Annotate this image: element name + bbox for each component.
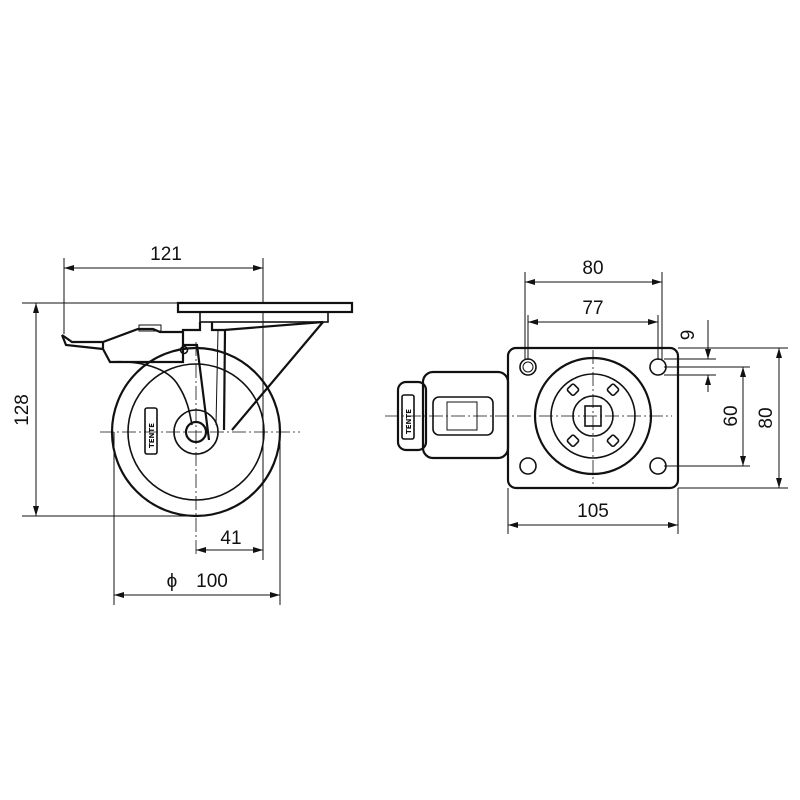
bolt-hole-bottom-right bbox=[649, 457, 667, 475]
bolt-hole-top-right bbox=[649, 358, 667, 376]
wheel-brand-badge bbox=[144, 407, 158, 455]
swivel-head bbox=[199, 311, 329, 323]
dim-128-label: 128 bbox=[12, 394, 33, 426]
wheel-housing bbox=[421, 370, 510, 460]
bolt-hole-top-left bbox=[519, 358, 537, 376]
dim-121-label: 121 bbox=[150, 244, 182, 265]
top-view-brand-text: TENTE bbox=[405, 409, 413, 434]
race-slot-1 bbox=[566, 383, 580, 397]
brake-arm bbox=[109, 360, 193, 426]
dim-100-label: 100 bbox=[196, 571, 228, 592]
fork-bracket bbox=[181, 320, 324, 441]
dim-41-label: 41 bbox=[220, 528, 241, 549]
dim-100-symbol: ϕ bbox=[167, 571, 178, 592]
race-slot-3 bbox=[566, 434, 580, 448]
dim-80-v-label: 80 bbox=[756, 407, 777, 428]
dim-105-label: 105 bbox=[577, 501, 609, 522]
side-view: TENTE 121 128 41 ϕ 100 bbox=[12, 244, 354, 605]
top-plate bbox=[176, 301, 354, 314]
dim-80-h-label: 80 bbox=[582, 258, 603, 279]
fork-inner-line bbox=[215, 329, 219, 426]
dim-9-label: 9 bbox=[678, 330, 699, 341]
dim-60-label: 60 bbox=[721, 405, 742, 426]
dim-77-label: 77 bbox=[582, 298, 603, 319]
brake-lever bbox=[60, 327, 185, 364]
top-view: TENTE 80 77 9 60 80 105 bbox=[385, 258, 788, 534]
wheel-brand-text: TENTE bbox=[148, 423, 156, 448]
top-view-brand-badge bbox=[401, 394, 415, 440]
brake-tab bbox=[138, 324, 162, 332]
race-slot-4 bbox=[606, 434, 620, 448]
bolt-hole-bottom-left bbox=[519, 457, 537, 475]
race-slot-2 bbox=[606, 383, 620, 397]
